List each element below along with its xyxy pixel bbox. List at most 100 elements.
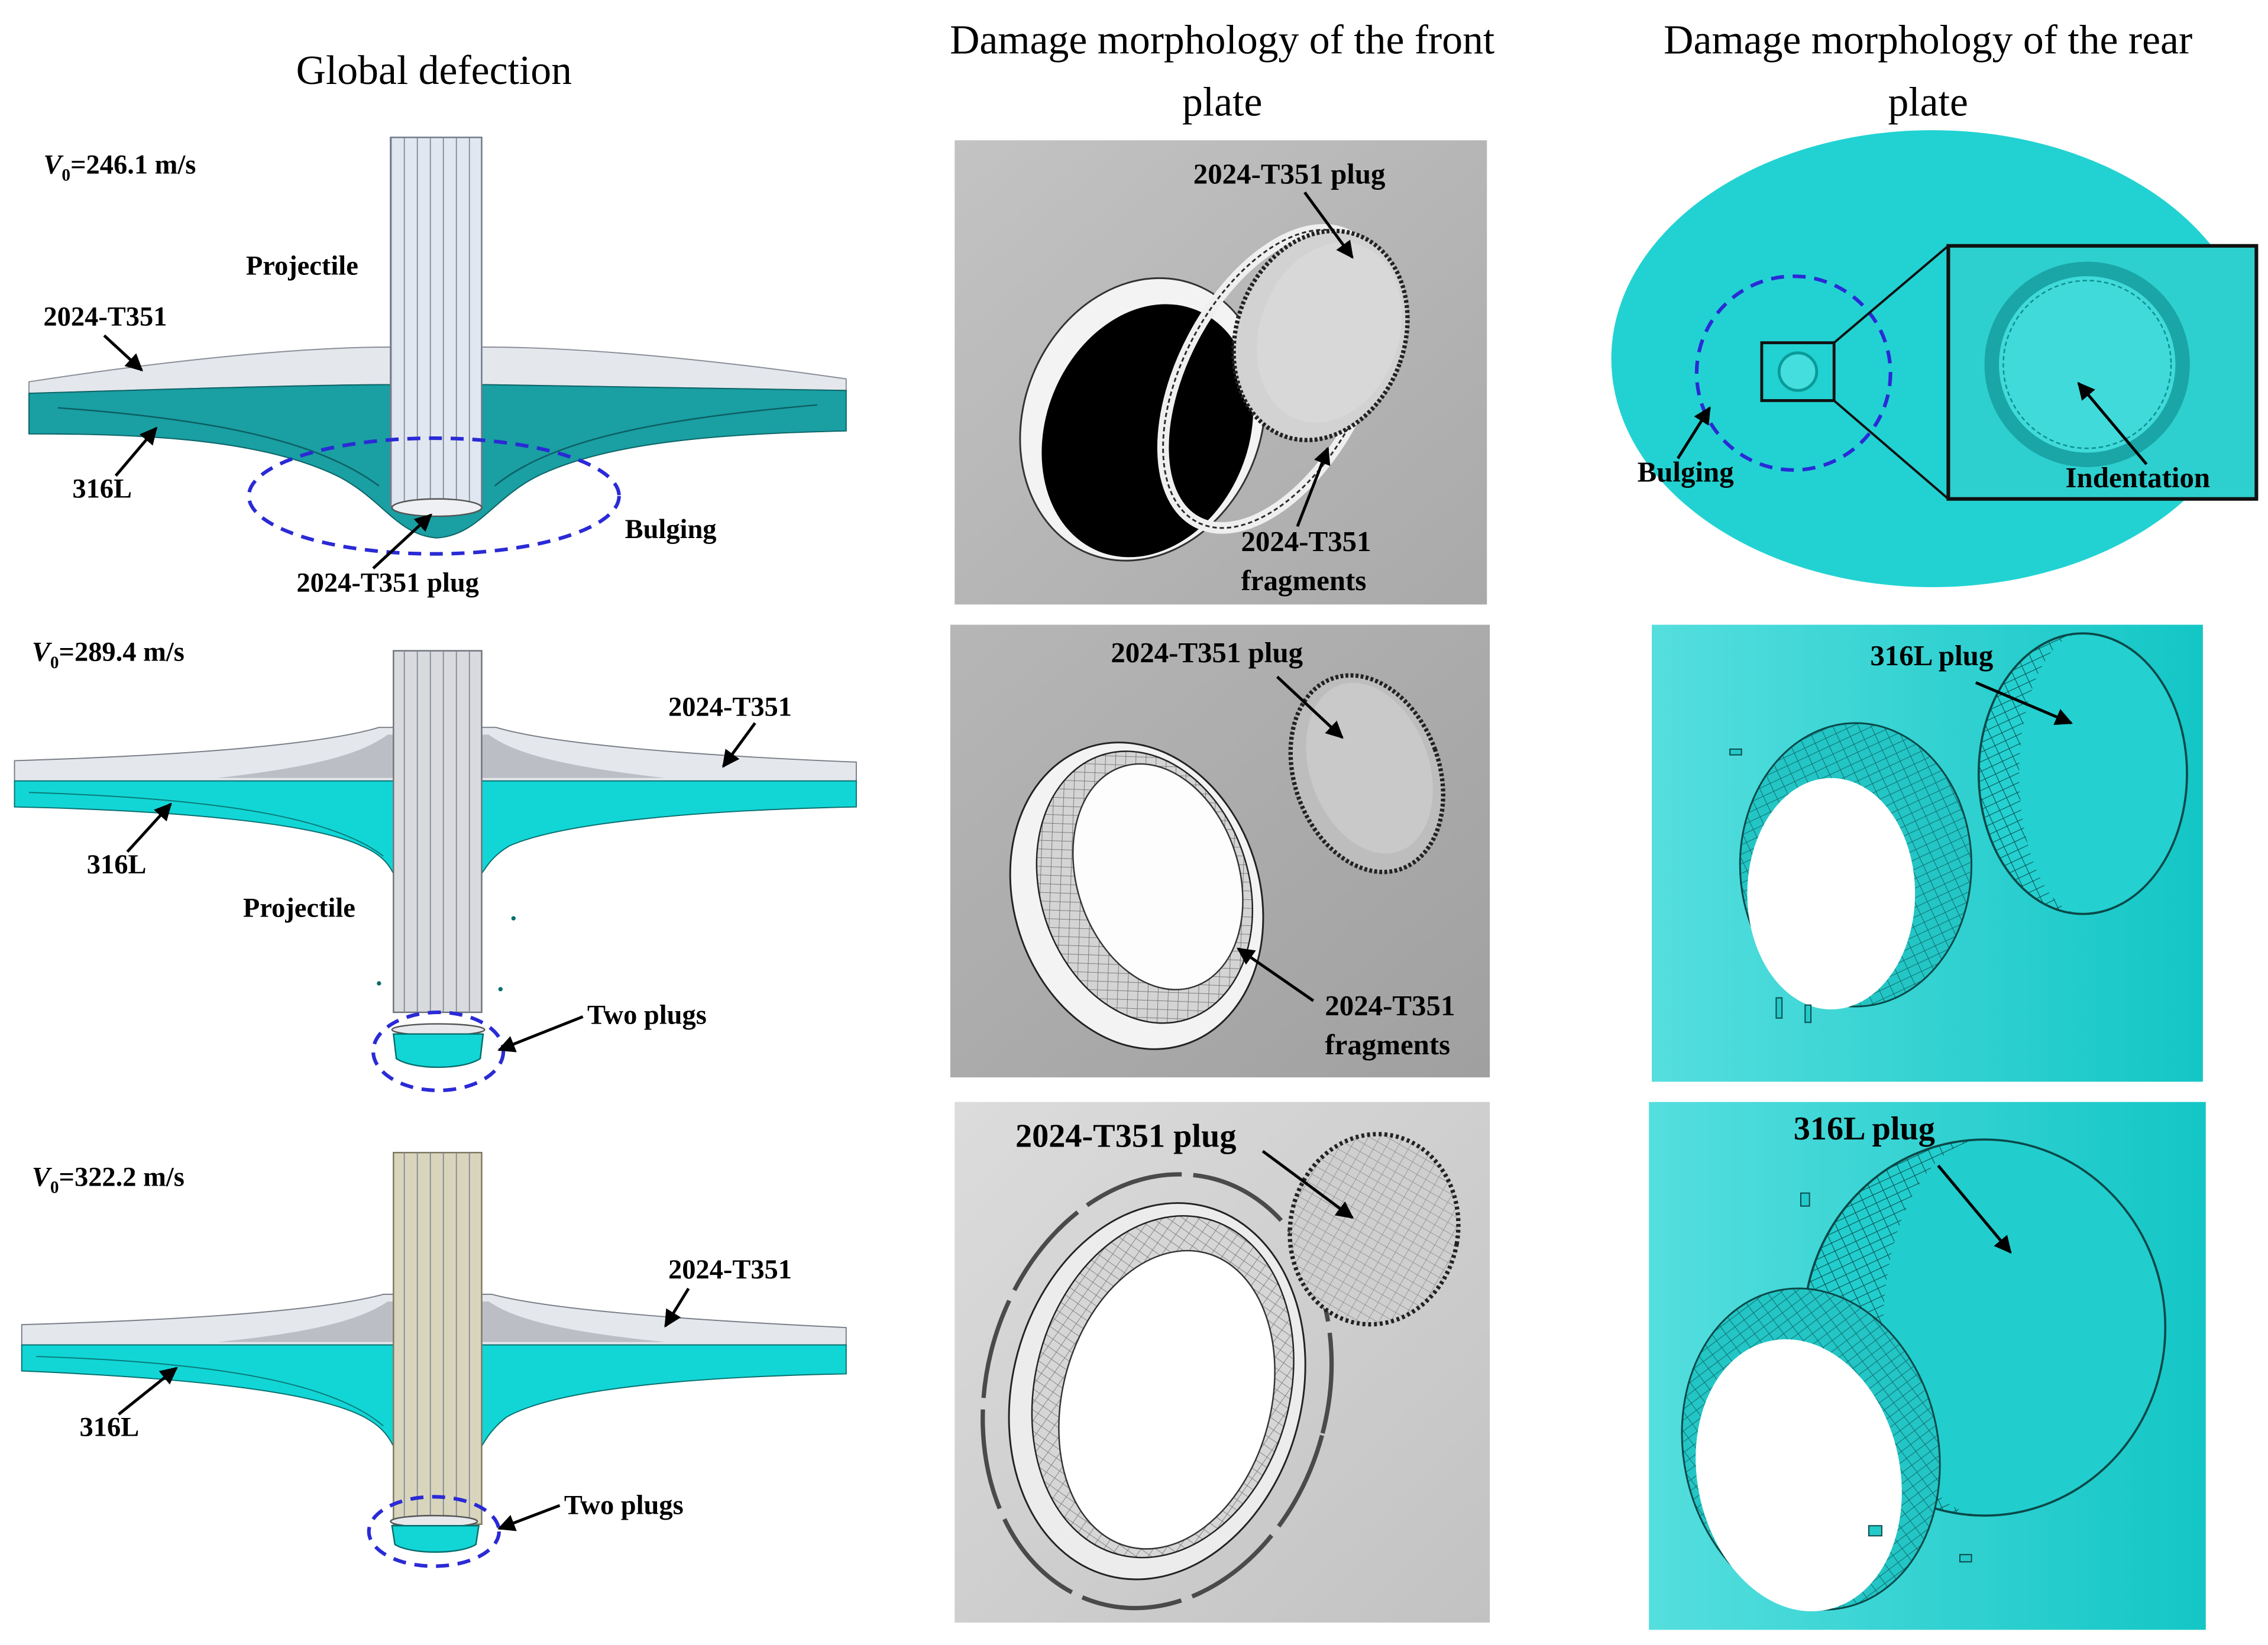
row2-mesh-line [28, 792, 384, 857]
row2-rear-plug-label: 316L plug [1870, 639, 1993, 672]
header-global-deflection: Global defection [296, 48, 572, 93]
row3-projectile-facets [393, 1152, 482, 1524]
header-rear-plate-line1: Damage morphology of the rear [1664, 17, 2192, 63]
row1-rear-zoom-line-top [1833, 245, 1949, 344]
row3-2024-arrow [664, 1287, 690, 1328]
row3-rear-fragment [1959, 1554, 1972, 1563]
row3-316l-plug-shape [391, 1525, 480, 1553]
row1-front-plug-face [1257, 242, 1402, 423]
row2-front-fragments-label-line2: fragments [1325, 1028, 1450, 1061]
row3-2024-label: 2024-T351 [668, 1255, 792, 1285]
row3-plugs-label: Two plugs [564, 1491, 684, 1521]
row1-plug-arrow [372, 513, 433, 569]
row1-rear-zoom-line-bottom [1833, 399, 1949, 500]
row3-plugs-arrow [497, 1504, 561, 1531]
row1-rear-indent-small [1777, 351, 1819, 392]
row1-front-fragments-arrow [1296, 446, 1331, 527]
row3-front-plug-mesh [1290, 1134, 1458, 1325]
row3-mesh-line [36, 1356, 384, 1427]
row3-global-panel: V0=322.2 m/s 2024-T351 316L Two plugs [21, 1152, 847, 1568]
row1-2024-plug-shape [391, 498, 483, 517]
row2-plugs-arrow [497, 1015, 584, 1053]
row1-front-fragments-label-line2: fragments [1241, 564, 1366, 597]
row1-front-hole-cavity [1041, 304, 1254, 558]
row1-rear-indentation-edge [2002, 280, 2172, 449]
row1-front-plug-label: 2024-T351 plug [1193, 158, 1386, 190]
row1-rear-panel: Bulging Indentation [1611, 130, 2259, 587]
row1-rear-indentation-label: Indentation [2066, 461, 2211, 494]
row2-front-fragments-label-line1: 2024-T351 [1325, 989, 1455, 1022]
row2-debris [511, 916, 516, 921]
row2-rear-fragment [1729, 748, 1742, 756]
row3-rear-plug-label: 316L plug [1794, 1110, 1935, 1147]
row3-front-plug [1287, 1132, 1461, 1327]
row3-velocity-label: V0=322.2 m/s [32, 1162, 185, 1197]
row1-projectile-facets [390, 137, 482, 507]
row2-debris [498, 987, 503, 992]
row3-front-panel: 2024-T351 plug [955, 1102, 1490, 1623]
row2-rear-fragment [1804, 1004, 1812, 1024]
row1-rear-bulging-arrow [1677, 406, 1711, 459]
row1-front-fragments-label-line1: 2024-T351 [1241, 525, 1371, 558]
row3-front-hole [981, 1172, 1334, 1611]
row1-front-plug-arrow [1303, 191, 1354, 259]
row2-316l-plug-shape [392, 1033, 484, 1068]
row2-rear-fragment [1775, 997, 1783, 1019]
row2-rear-hole [1747, 778, 1916, 1010]
row3-rear-panel: 316L plug [1649, 1102, 2206, 1630]
row1-rear-zoom-box [1760, 341, 1836, 402]
row1-316l-arrow [114, 426, 158, 477]
row2-debris [377, 981, 381, 986]
row2-front-panel: 2024-T351 plug 2024-T351 fragments [950, 624, 1490, 1078]
row2-projectile-facets [393, 650, 482, 1012]
row1-bulging-dashed-outline [247, 436, 621, 556]
row2-front-plug-arrow [1276, 675, 1344, 739]
row3-rear-fragment [1868, 1525, 1882, 1537]
row1-plug-label: 2024-T351 plug [296, 568, 478, 598]
row1-projectile-label: Projectile [246, 251, 358, 281]
row3-316l-arrow [118, 1366, 178, 1416]
row3-rear-fragment [1800, 1192, 1810, 1207]
row2-front-hole-opening [1072, 763, 1244, 990]
row2-velocity-label: V0=289.4 m/s [32, 637, 185, 672]
header-rear-plate-line2: plate [1888, 80, 1968, 125]
row2-plugs-label: Two plugs [587, 1000, 707, 1031]
row2-front-hole [1009, 741, 1264, 1050]
row1-mesh-line-left [57, 407, 380, 487]
row3-front-plug-label: 2024-T351 plug [1015, 1118, 1237, 1154]
row1-bulging-label: Bulging [625, 514, 717, 545]
row1-rear-indentation-arrow [2077, 381, 2148, 465]
row3-front-hole-opening [1058, 1249, 1276, 1550]
row3-plugs-dashed-outline [367, 1495, 501, 1568]
row1-316l-label: 316L [72, 474, 132, 504]
row1-rear-bulging-dashed-outline [1694, 274, 1892, 472]
row2-global-panel: V0=289.4 m/s 2024-T351 316L Projectile T… [14, 637, 857, 1093]
row3-front-outer-ring [981, 1172, 1334, 1611]
row2-rear-panel: 316L plug [1652, 624, 2203, 1082]
row3-rear-hole-opening [1696, 1339, 1902, 1612]
row1-2024-arrow [103, 334, 143, 372]
row2-projectile-label: Projectile [243, 893, 355, 924]
row1-2024-label: 2024-T351 [43, 302, 167, 332]
row1-front-plug [1231, 228, 1410, 442]
row2-2024-label: 2024-T351 [668, 692, 792, 723]
row1-front-panel: 2024-T351 plug 2024-T351 fragments [955, 140, 1487, 605]
row1-rear-bulging-label: Bulging [1638, 455, 1734, 488]
row2-rear-plug-arrow [1975, 681, 2073, 726]
row3-316l-label: 316L [80, 1413, 140, 1443]
header-front-plate-line2: plate [1182, 80, 1262, 125]
row3-rear-plug-arrow [1937, 1164, 2012, 1254]
row2-2024-arrow [722, 722, 756, 768]
row1-global-panel: V0=246.1 m/s Projectile 2024-T351 316L B… [28, 137, 847, 598]
row2-front-plug-label: 2024-T351 plug [1111, 636, 1303, 669]
header-front-plate-line1: Damage morphology of the front [950, 17, 1494, 63]
row1-velocity-label: V0=246.1 m/s [43, 150, 196, 184]
row1-front-hole [1019, 277, 1266, 562]
row2-316l-label: 316L [87, 850, 147, 880]
row2-316l-arrow [126, 802, 172, 853]
row3-front-plug-arrow [1261, 1149, 1354, 1219]
row2-front-fragments-arrow [1237, 947, 1315, 1002]
row1-mesh-line-right [494, 404, 817, 487]
row1-rear-indentation-ring [1984, 261, 2190, 467]
